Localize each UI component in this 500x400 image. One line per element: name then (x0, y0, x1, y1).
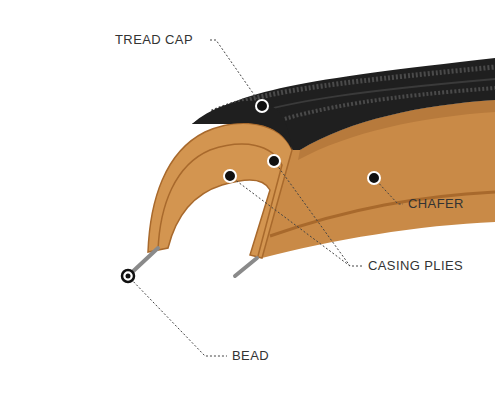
marker-dot (122, 270, 134, 282)
part-label: TREAD CAP (115, 32, 193, 48)
marker-dot (126, 274, 131, 279)
part-label: CHAFER (408, 196, 464, 212)
marker-dot (368, 172, 380, 184)
casing-cut-face (148, 123, 292, 258)
marker-dot (268, 155, 280, 167)
part-label: BEAD (232, 348, 269, 364)
leader-line (128, 276, 227, 356)
bead-wire (235, 258, 257, 276)
tread-cut (192, 101, 292, 150)
part-label: CASING PLIES (368, 258, 463, 274)
marker-dot (256, 100, 268, 112)
leader-line (230, 176, 362, 266)
chafer-stripe (270, 192, 495, 236)
leader-line (210, 40, 262, 106)
tread-knurl (262, 88, 495, 126)
casing-ply-line (158, 144, 282, 256)
marker-dot (224, 170, 236, 182)
marker-dots (122, 100, 380, 282)
leader-line (274, 161, 350, 266)
